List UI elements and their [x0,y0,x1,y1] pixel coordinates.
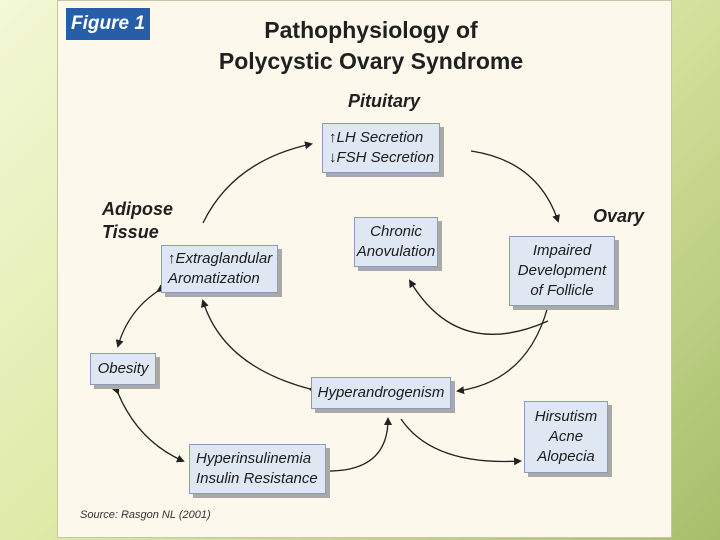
title-line-2: Polycystic Ovary Syndrome [218,48,524,74]
arrow-follicle-to-hyperandrogenism [456,305,549,395]
arrow-hyperandrogenism-to-hirsutism [400,418,522,466]
figure-panel: Figure 1 Pathophysiology of Polycystic O… [57,0,672,538]
box-hyperinsulinemia-insulin-resistance: Hyperinsulinemia Insulin Resistance [189,444,326,494]
region-ovary: Ovary [593,206,645,226]
arrows-layer [111,141,560,472]
source-citation: Source: Rasgon NL (2001) [80,509,211,521]
figure-label: Figure 1 [66,8,150,40]
region-pituitary: Pituitary [348,91,421,111]
arrow-hyperandrogenism-extraglandular [200,299,317,395]
box-chronic-anovulation: Chronic Anovulation [354,217,438,267]
arrow-pituitary-to-ovary [470,150,560,223]
arrow-adipose-to-pituitary [202,141,313,224]
title-line-1: Pathophysiology of [264,17,478,43]
box-lh-fsh-secretion: ↑LH Secretion ↓FSH Secretion [322,123,440,173]
region-adipose-tissue: Adipose Tissue [102,199,174,242]
arrow-obesity-hyperinsulinemia [111,385,185,463]
box-hyperandrogenism: Hyperandrogenism [311,377,451,409]
box-hirsutism-acne-alopecia: Hirsutism Acne Alopecia [524,401,608,473]
arrow-extraglandular-obesity [115,284,166,348]
box-impaired-follicle: Impaired Development of Follicle [509,236,615,306]
arrow-hyperinsulinemia-to-hyperandrogenism [327,417,392,472]
arrow-follicle-to-anovulation [408,279,549,335]
box-obesity: Obesity [90,353,156,385]
box-extraglandular-aromatization: ↑Extraglandular Aromatization [161,245,278,293]
